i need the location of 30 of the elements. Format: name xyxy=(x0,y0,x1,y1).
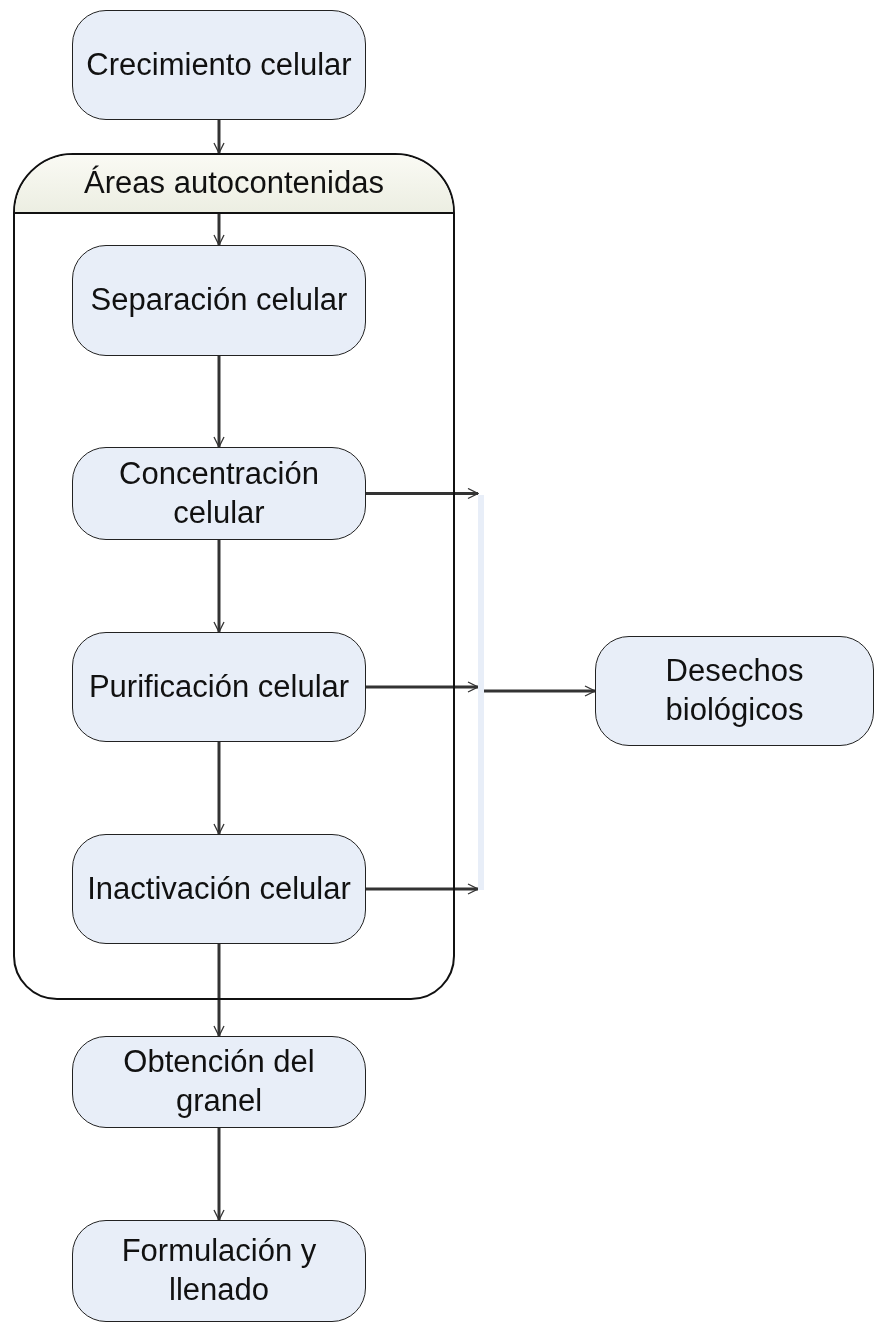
arrow xyxy=(213,944,225,1037)
collector-bar xyxy=(478,495,484,890)
arrow xyxy=(213,356,225,448)
box-label: Concentración celular xyxy=(118,454,320,532)
arrow xyxy=(213,540,225,633)
arrow xyxy=(213,1128,225,1221)
box-label: Crecimiento celular xyxy=(86,45,352,84)
process-box xyxy=(72,245,366,356)
process-box xyxy=(595,636,874,746)
box-label: Inactivación celular xyxy=(87,869,351,908)
process-box xyxy=(72,10,366,120)
process-box xyxy=(72,632,366,742)
box-label: Desechos biológicos xyxy=(664,652,805,729)
group-title: Áreas autocontenidas xyxy=(84,164,384,203)
process-box xyxy=(72,447,366,540)
arrow xyxy=(366,883,479,895)
arrow xyxy=(484,685,596,697)
box-label: Separación celular xyxy=(90,281,348,320)
arrow xyxy=(213,120,225,154)
arrow xyxy=(213,742,225,835)
box-label: Formulación y llenado xyxy=(120,1232,318,1309)
box-label: Purificación celular xyxy=(88,667,350,706)
arrow xyxy=(366,487,479,500)
process-box xyxy=(72,1036,366,1128)
process-box xyxy=(72,834,366,944)
process-box xyxy=(72,1220,366,1322)
arrow xyxy=(366,681,479,693)
group-container xyxy=(13,153,455,1000)
box-label: Obtención del granel xyxy=(122,1043,316,1120)
arrow xyxy=(213,212,225,246)
